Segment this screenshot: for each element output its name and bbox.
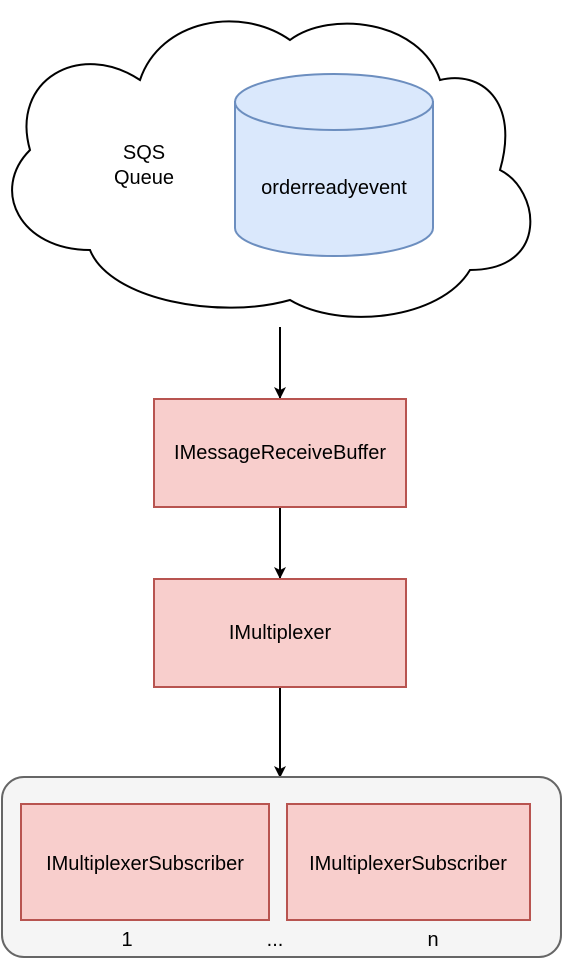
subscriber-index-last: n bbox=[427, 929, 438, 951]
subscriber-index-ellipsis: ... bbox=[267, 929, 284, 951]
subscriber-box-first bbox=[20, 803, 270, 921]
multiplexer-rect bbox=[153, 578, 407, 688]
subscriber-last-label: IMultiplexerSubscriber bbox=[309, 853, 507, 875]
cylinder-body bbox=[234, 101, 434, 257]
queue-label: orderreadyevent bbox=[261, 177, 407, 199]
multiplexer-label: IMultiplexer bbox=[229, 622, 332, 644]
cylinder-top bbox=[234, 73, 434, 131]
subscriber-index-first: 1 bbox=[121, 929, 132, 951]
buffer-rect bbox=[153, 398, 407, 508]
buffer-label: IMessageReceiveBuffer bbox=[174, 442, 386, 464]
subscribers-group: IMultiplexerSubscriber IMultiplexerSubsc… bbox=[1, 776, 562, 958]
cloud-label-line2: Queue bbox=[114, 167, 174, 189]
subscriber-box-last bbox=[286, 803, 531, 921]
message-receive-buffer-box: IMessageReceiveBuffer bbox=[153, 398, 407, 508]
subscriber-first-label: IMultiplexerSubscriber bbox=[46, 853, 244, 875]
cloud-label-line1: SQS bbox=[123, 142, 165, 164]
multiplexer-box: IMultiplexer bbox=[153, 578, 407, 688]
queue-cylinder: orderreadyevent bbox=[234, 73, 434, 257]
